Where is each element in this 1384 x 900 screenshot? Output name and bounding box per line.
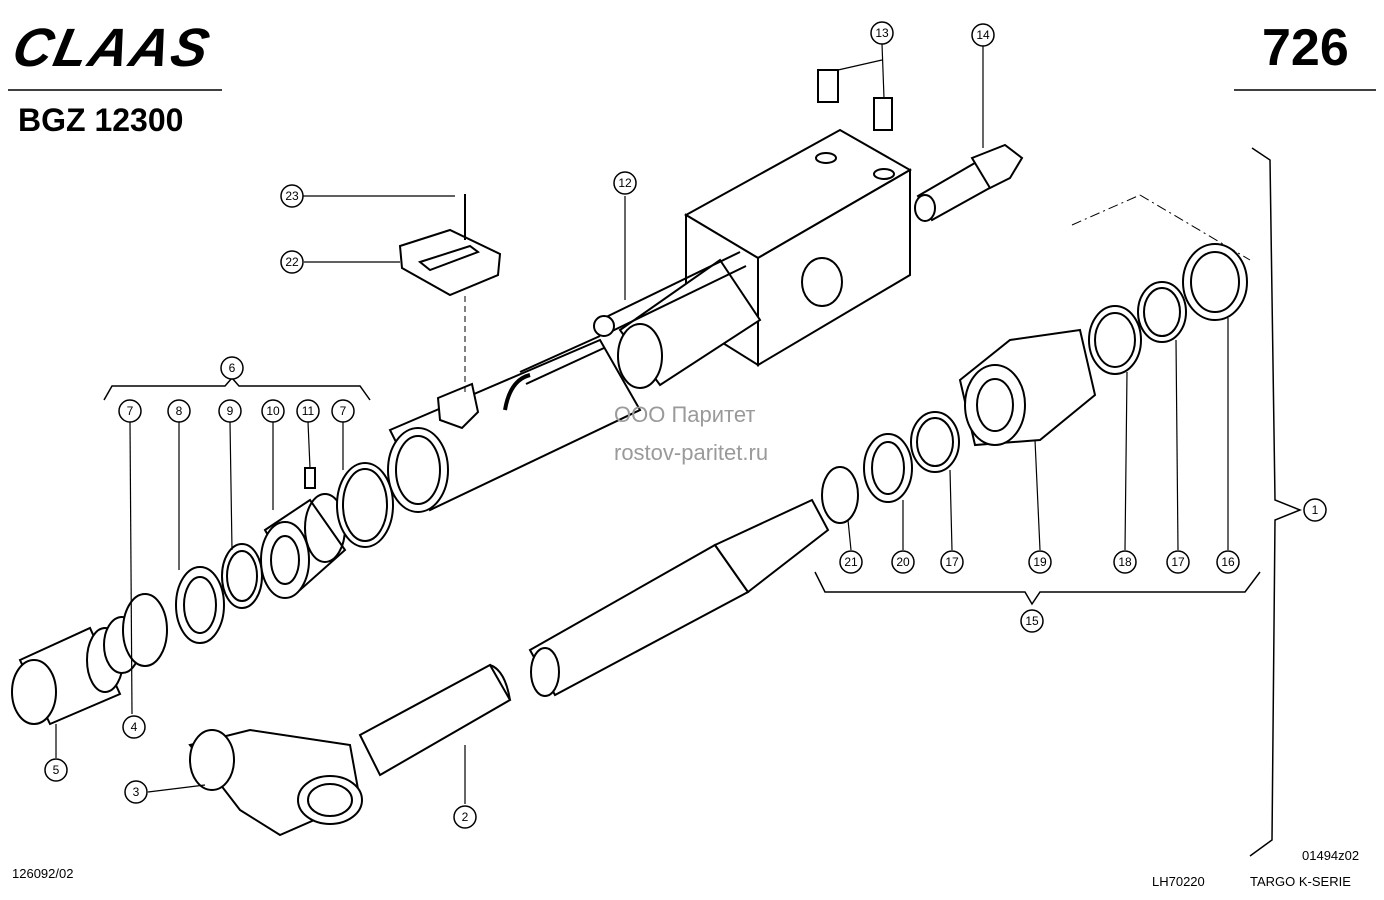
- callout-bubbles: [44, 21, 1327, 829]
- callout-7-left: 7: [127, 404, 134, 418]
- callout-6: 6: [229, 361, 236, 375]
- callout-17-right: 17: [1171, 555, 1185, 569]
- callout-22: 22: [285, 255, 299, 269]
- callout-2: 2: [462, 810, 469, 824]
- part-10-piston: [260, 493, 347, 599]
- footer-center-code: LH70220: [1152, 874, 1205, 889]
- callout-12: 12: [618, 176, 632, 190]
- callout-17-left: 17: [945, 555, 959, 569]
- callout-18: 18: [1118, 555, 1132, 569]
- callout-4: 4: [131, 720, 138, 734]
- callout-3: 3: [133, 785, 140, 799]
- callout-8: 8: [176, 404, 183, 418]
- part-14-sensor: [914, 143, 1024, 222]
- callout-15: 15: [1025, 614, 1039, 628]
- brand-logo: CLAAS: [7, 18, 217, 78]
- cylinder-tube: [387, 335, 642, 513]
- callout-9: 9: [227, 404, 234, 418]
- part-12-valve-block: [593, 128, 913, 389]
- callout-14: 14: [976, 28, 990, 42]
- callout-16: 16: [1221, 555, 1235, 569]
- part-19-gland-nut: [958, 328, 1097, 447]
- callout-19: 19: [1033, 555, 1047, 569]
- callout-21: 21: [844, 555, 858, 569]
- callout-7-right: 7: [340, 404, 347, 418]
- footer-series: TARGO K-SERIE: [1250, 874, 1351, 889]
- page-number: 726: [1262, 19, 1349, 77]
- callout-23: 23: [285, 189, 299, 203]
- watermark-company: ООО Паритет: [614, 402, 756, 427]
- watermark-url: rostov-paritet.ru: [614, 440, 769, 465]
- callout-13: 13: [875, 26, 889, 40]
- callout-20: 20: [896, 555, 910, 569]
- piston-rod: [188, 498, 830, 837]
- model-title: BGZ 12300: [18, 102, 184, 138]
- drawing-code: 01494z02: [1302, 848, 1360, 863]
- callout-5: 5: [53, 763, 60, 777]
- callout-1: 1: [1312, 503, 1319, 517]
- callout-11: 11: [302, 404, 315, 418]
- callout-10: 10: [266, 404, 280, 418]
- footer-left-code: 126092/02: [12, 866, 74, 881]
